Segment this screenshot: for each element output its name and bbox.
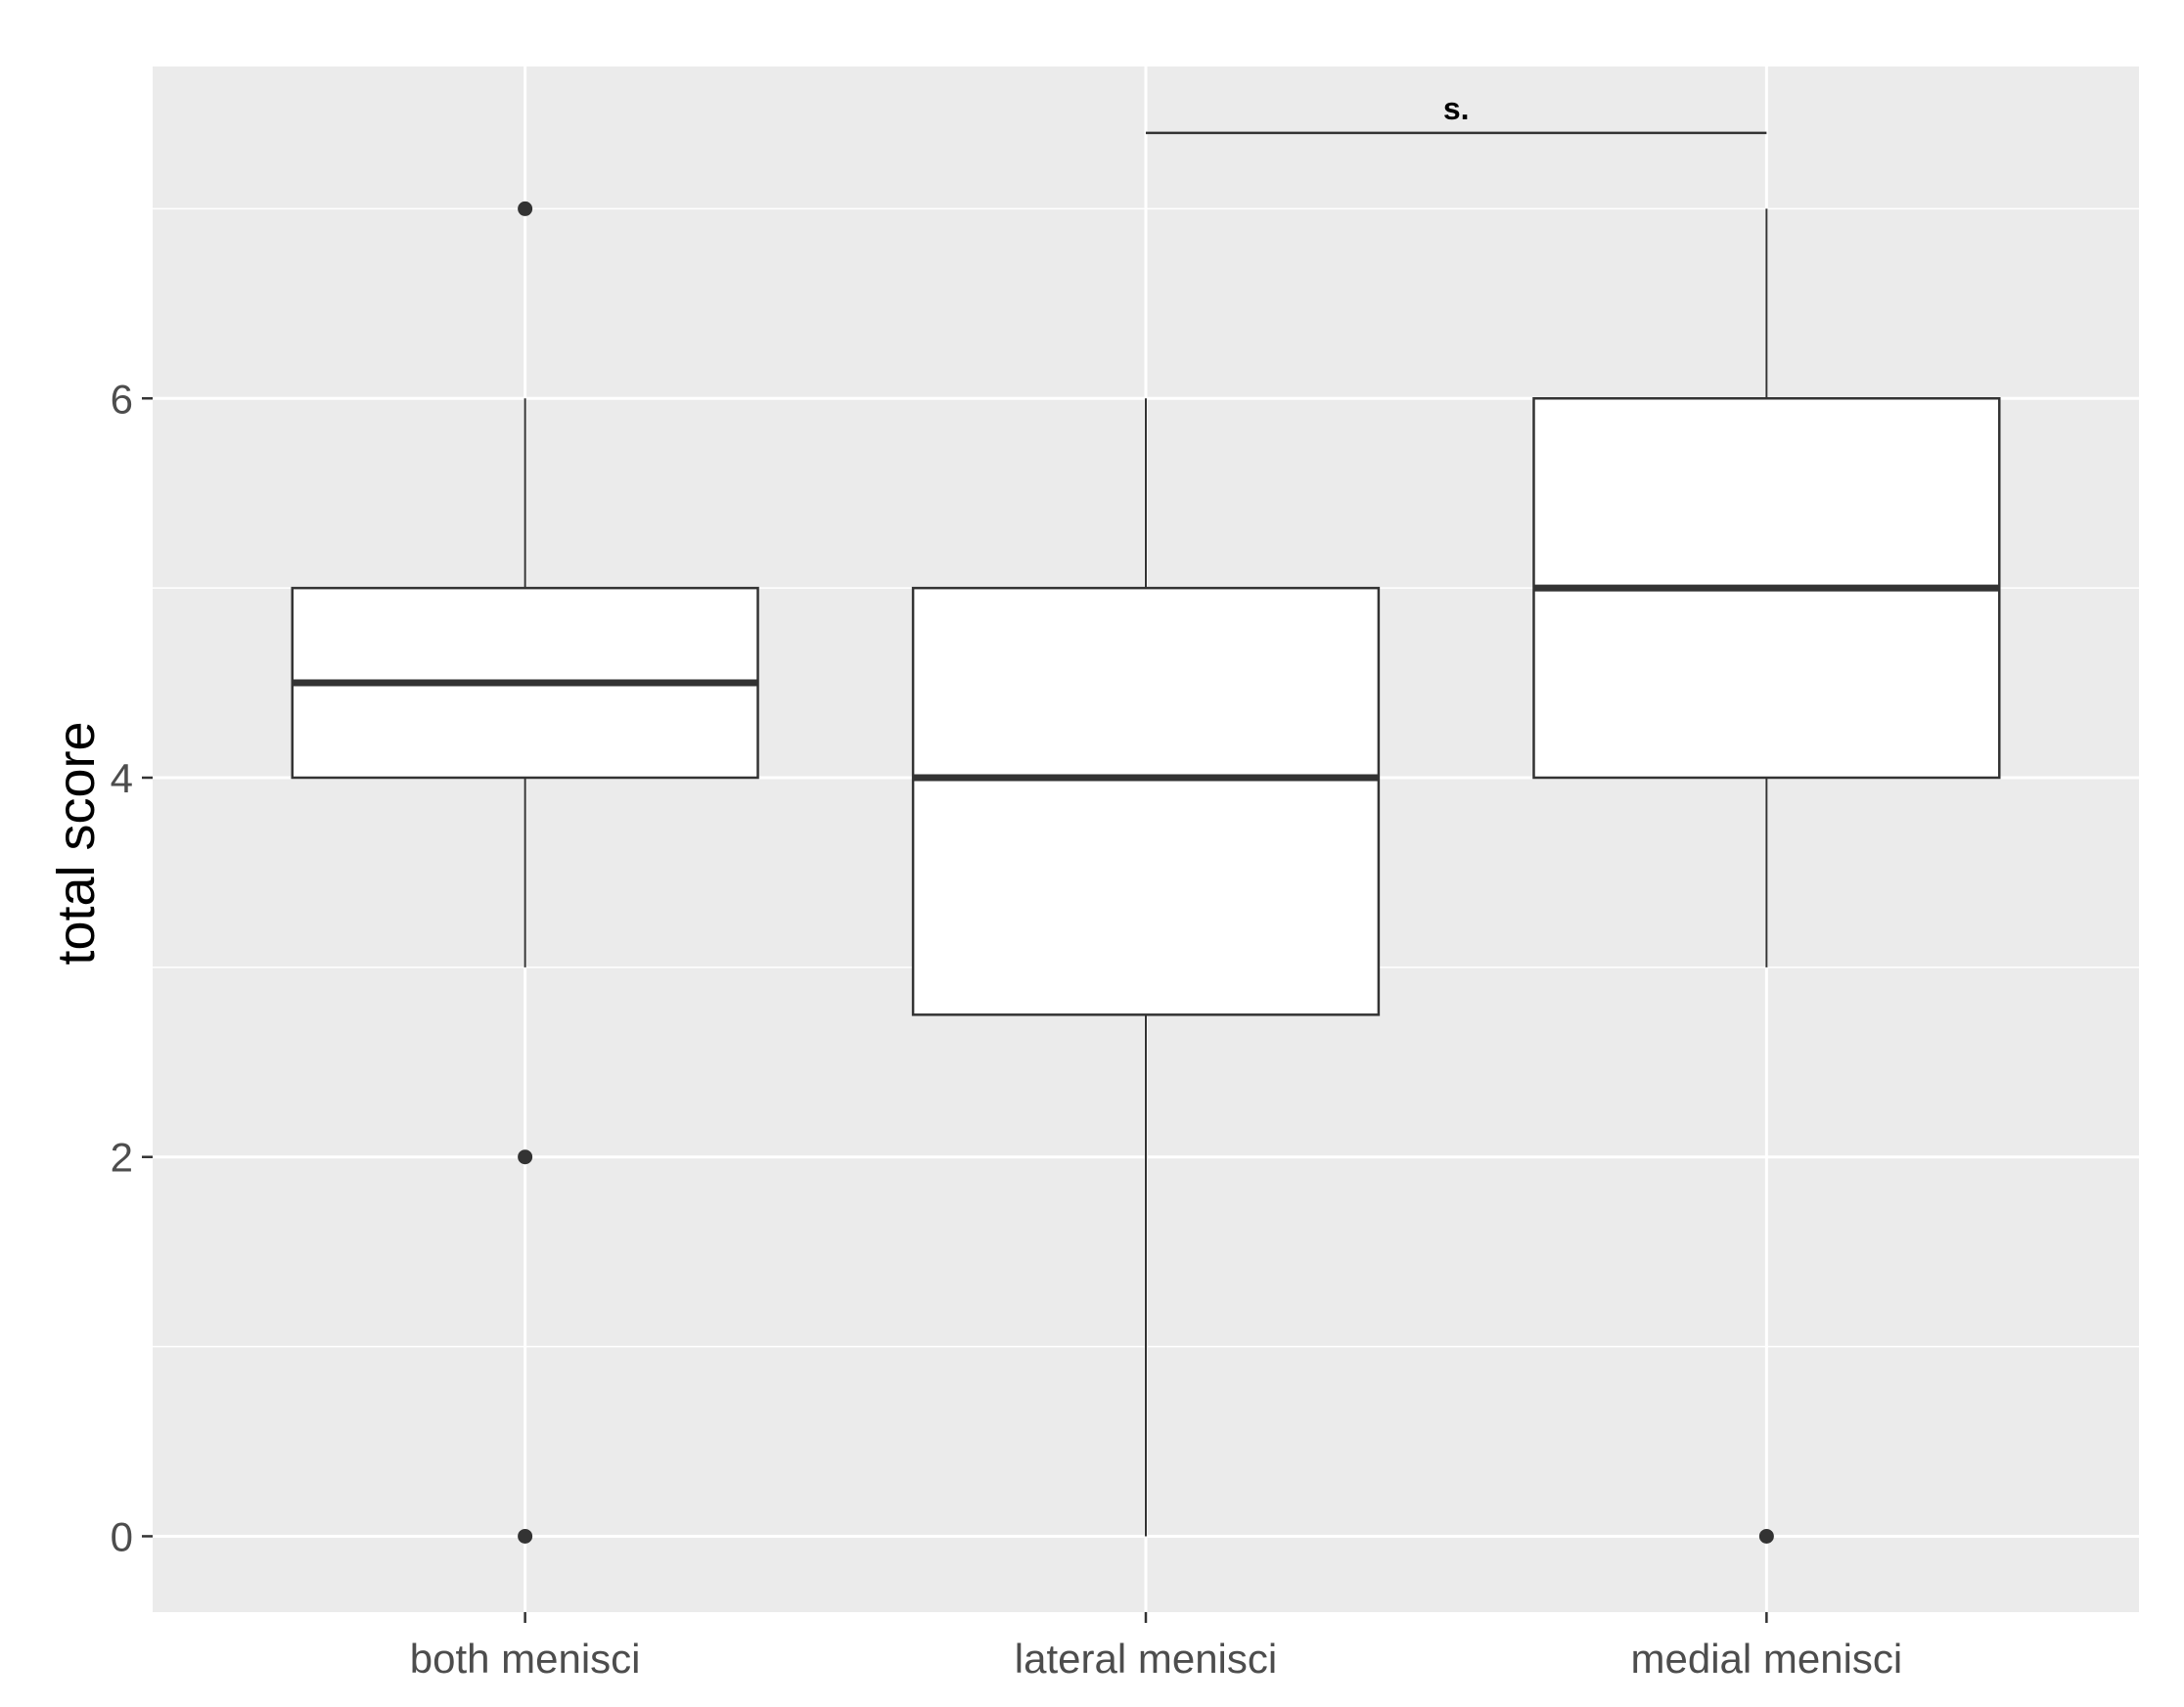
y-tick-label: 4: [111, 755, 133, 801]
y-tick-label: 0: [111, 1513, 133, 1559]
outlier-point: [518, 1528, 533, 1544]
x-tick-label: lateral menisci: [1015, 1636, 1277, 1682]
boxes: [291, 201, 2001, 1544]
x-tick-label: both menisci: [410, 1636, 641, 1682]
y-axis-title: total score: [47, 721, 106, 965]
x-tick-label: medial menisci: [1630, 1636, 1902, 1682]
y-tick-label: 2: [111, 1135, 133, 1181]
box-group: [911, 398, 1381, 1537]
outlier-point: [518, 201, 533, 216]
y-tick-label: 6: [111, 376, 133, 422]
box-group: [291, 201, 759, 1544]
significance-label: s.: [1443, 91, 1470, 126]
box-iqr: [911, 586, 1381, 1016]
outlier-point: [518, 1149, 533, 1165]
outlier-point: [1758, 1528, 1774, 1544]
axes: 0 2 4 6 both menisci lateral menisci medial me…: [111, 376, 1903, 1682]
annotations: s.: [1146, 91, 1767, 135]
box-group: [1532, 208, 2001, 1544]
